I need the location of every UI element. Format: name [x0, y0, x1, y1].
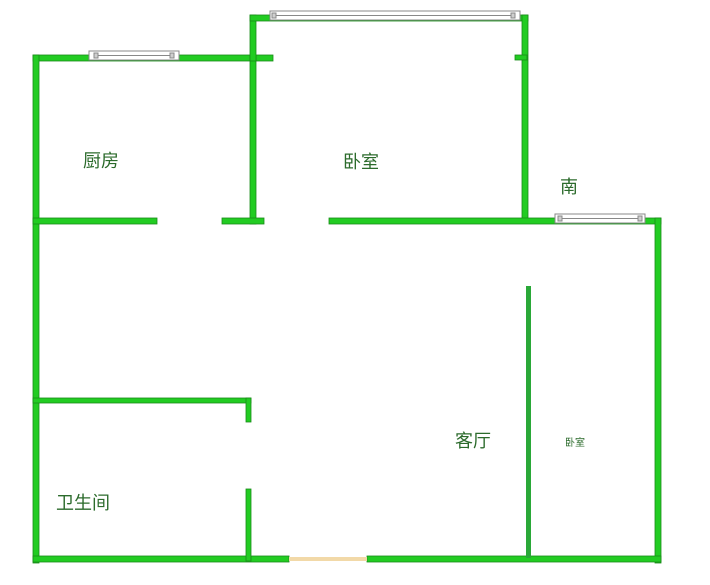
wall-bathroom-right-upper — [245, 397, 252, 423]
room-label-bedroom-small: 卧室 — [565, 436, 585, 449]
compass-south-label: 南 — [560, 177, 578, 198]
window-kitchen — [88, 50, 180, 61]
wall-kitchen-bottom-right — [221, 217, 265, 225]
walls — [32, 14, 662, 564]
windows — [88, 10, 646, 224]
window-small-bedroom — [554, 213, 646, 224]
wall-bathroom-top — [32, 397, 252, 404]
room-label-bathroom: 卫生间 — [56, 493, 110, 514]
wall-left — [32, 54, 40, 564]
wall-bathroom-right-lower — [245, 488, 252, 562]
wall-kitchen-right — [249, 54, 257, 225]
room-label-bedroom-north: 卧室 — [343, 152, 379, 173]
window-bedroom — [269, 10, 521, 21]
wall-right — [654, 217, 662, 564]
wall-bedroom-right — [521, 14, 529, 223]
wall-bedroom-right-stub — [514, 54, 528, 61]
wall-bottom-right — [366, 555, 662, 563]
partition-living-bedroom — [526, 286, 531, 558]
wall-kitchen-bottom-left — [32, 217, 158, 225]
room-label-living-room: 客厅 — [455, 431, 491, 452]
wall-bedroom-left — [249, 14, 257, 62]
room-label-kitchen: 厨房 — [83, 151, 119, 172]
entrance-door-sill — [289, 557, 367, 561]
